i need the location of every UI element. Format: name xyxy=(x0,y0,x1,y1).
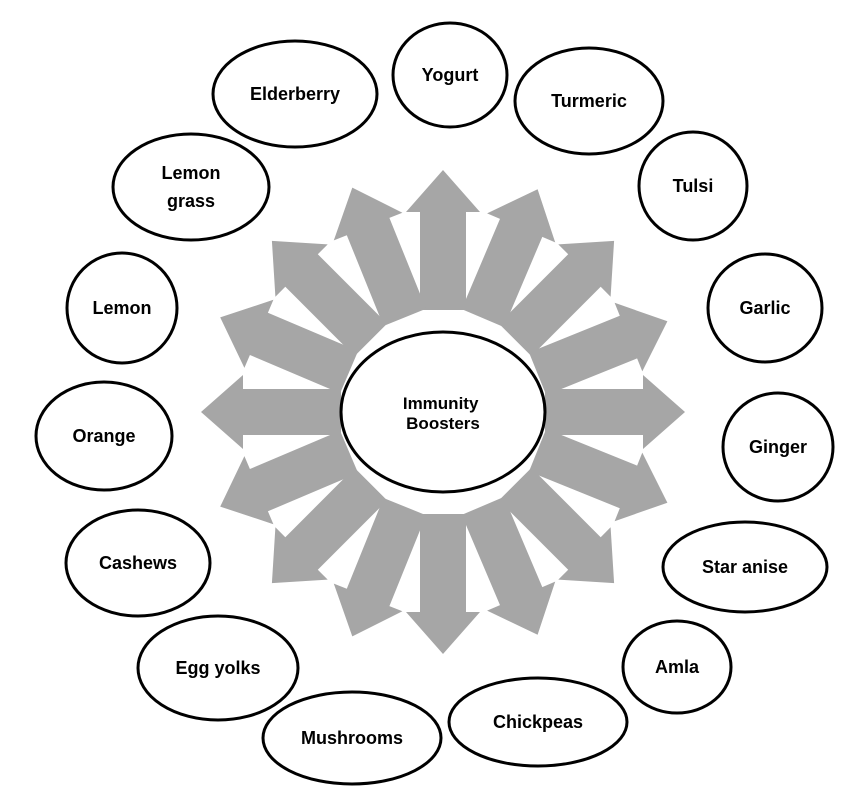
node-star-anise: Star anise xyxy=(661,520,829,614)
center-node: Immunity Boosters xyxy=(339,330,547,494)
arrow-16 xyxy=(333,187,427,326)
node-label-lemon-grass: Lemon grass xyxy=(161,163,220,211)
arrow-2 xyxy=(461,189,556,328)
node-chickpeas: Chickpeas xyxy=(447,676,629,768)
node-ellipse-turmeric xyxy=(513,46,665,156)
arrow-8 xyxy=(461,496,556,635)
node-label-line: Ginger xyxy=(749,437,807,457)
node-label-line: Garlic xyxy=(739,298,790,318)
arrow-15 xyxy=(271,240,388,357)
node-label-line: grass xyxy=(167,191,215,211)
node-mushrooms: Mushrooms xyxy=(261,690,443,786)
node-label-line: Orange xyxy=(72,426,135,446)
node-ellipse-yogurt xyxy=(391,21,509,129)
arrow-9 xyxy=(406,514,480,654)
node-label-line: Cashews xyxy=(99,553,177,573)
arrow-14 xyxy=(220,299,359,394)
node-label-chickpeas: Chickpeas xyxy=(493,712,583,732)
center-label-line-1: Immunity xyxy=(403,394,479,413)
node-ellipse-elderberry xyxy=(211,39,379,149)
arrows-layer xyxy=(201,170,685,654)
arrow-6 xyxy=(529,428,668,522)
node-label-line: Mushrooms xyxy=(301,728,403,748)
node-ellipse-egg-yolks xyxy=(136,614,300,722)
node-garlic: Garlic xyxy=(706,252,824,364)
center-label: Immunity Boosters xyxy=(403,394,483,433)
arrow-11 xyxy=(271,467,388,584)
node-orange: Orange xyxy=(34,380,174,492)
node-egg-yolks: Egg yolks xyxy=(136,614,300,722)
node-label-line: Lemon xyxy=(161,163,220,183)
node-ellipse-chickpeas xyxy=(447,676,629,768)
arrow-1 xyxy=(406,170,480,310)
node-elderberry: Elderberry xyxy=(211,39,379,149)
node-ellipse-star-anise xyxy=(661,520,829,614)
node-ellipse-cashews xyxy=(64,508,212,618)
arrow-4 xyxy=(529,302,668,396)
node-turmeric: Turmeric xyxy=(513,46,665,156)
node-label-line: Chickpeas xyxy=(493,712,583,732)
node-label-lemon: Lemon xyxy=(92,298,151,318)
node-label-garlic: Garlic xyxy=(739,298,790,318)
node-ellipse-lemon xyxy=(65,251,179,365)
node-label-line: Tulsi xyxy=(673,176,714,196)
node-ellipse-garlic xyxy=(706,252,824,364)
node-ginger: Ginger xyxy=(721,391,835,503)
node-label-line: Star anise xyxy=(702,557,788,577)
node-label-turmeric: Turmeric xyxy=(551,91,627,111)
node-ellipse-ginger xyxy=(721,391,835,503)
node-label-star-anise: Star anise xyxy=(702,557,788,577)
node-label-amla: Amla xyxy=(655,657,700,677)
node-label-line: Elderberry xyxy=(250,84,340,104)
node-cashews: Cashews xyxy=(64,508,212,618)
node-ellipse-amla xyxy=(621,619,733,715)
arrow-7 xyxy=(498,467,615,584)
node-lemon-grass: Lemon grass xyxy=(111,132,271,242)
node-ellipse-tulsi xyxy=(637,130,749,242)
node-label-line: Amla xyxy=(655,657,700,677)
node-label-tulsi: Tulsi xyxy=(673,176,714,196)
arrow-10 xyxy=(333,498,427,637)
node-ellipse-mushrooms xyxy=(261,690,443,786)
arrow-12 xyxy=(220,430,359,525)
node-lemon: Lemon xyxy=(65,251,179,365)
node-label-line: Lemon xyxy=(92,298,151,318)
node-amla: Amla xyxy=(621,619,733,715)
node-label-orange: Orange xyxy=(72,426,135,446)
node-label-line: Egg yolks xyxy=(175,658,260,678)
node-label-mushrooms: Mushrooms xyxy=(301,728,403,748)
center-ellipse xyxy=(339,330,547,494)
node-yogurt: Yogurt xyxy=(391,21,509,129)
node-label-elderberry: Elderberry xyxy=(250,84,340,104)
node-ellipse-orange xyxy=(34,380,174,492)
node-label-cashews: Cashews xyxy=(99,553,177,573)
node-label-line: Turmeric xyxy=(551,91,627,111)
arrow-13 xyxy=(201,375,341,449)
node-label-ginger: Ginger xyxy=(749,437,807,457)
node-label-yogurt: Yogurt xyxy=(422,65,479,85)
node-label-egg-yolks: Egg yolks xyxy=(175,658,260,678)
arrow-5 xyxy=(545,375,685,449)
node-tulsi: Tulsi xyxy=(637,130,749,242)
node-ellipse-lemon-grass xyxy=(111,132,271,242)
center-label-line-2: Boosters xyxy=(406,414,480,433)
arrow-3 xyxy=(498,240,615,357)
node-label-line: Yogurt xyxy=(422,65,479,85)
